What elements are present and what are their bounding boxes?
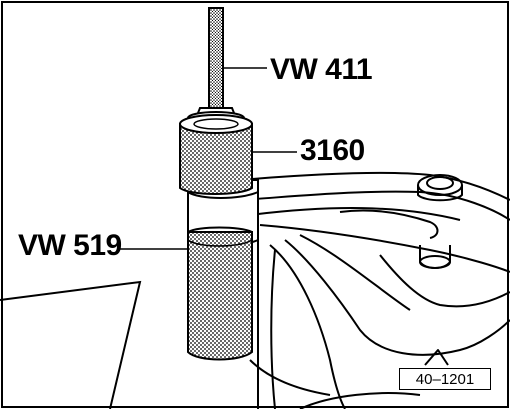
- label-3160: 3160: [300, 134, 365, 167]
- workbench: [0, 280, 142, 409]
- figure-code: 40–1201: [399, 368, 491, 390]
- sleeve-3160: [179, 114, 253, 195]
- leader-lines: [120, 67, 297, 250]
- spindle-vw411: [187, 7, 245, 125]
- control-arm: [239, 171, 510, 409]
- label-vw519: VW 519: [18, 229, 122, 262]
- tube-vw519: [187, 226, 253, 361]
- label-vw411: VW 411: [270, 53, 373, 86]
